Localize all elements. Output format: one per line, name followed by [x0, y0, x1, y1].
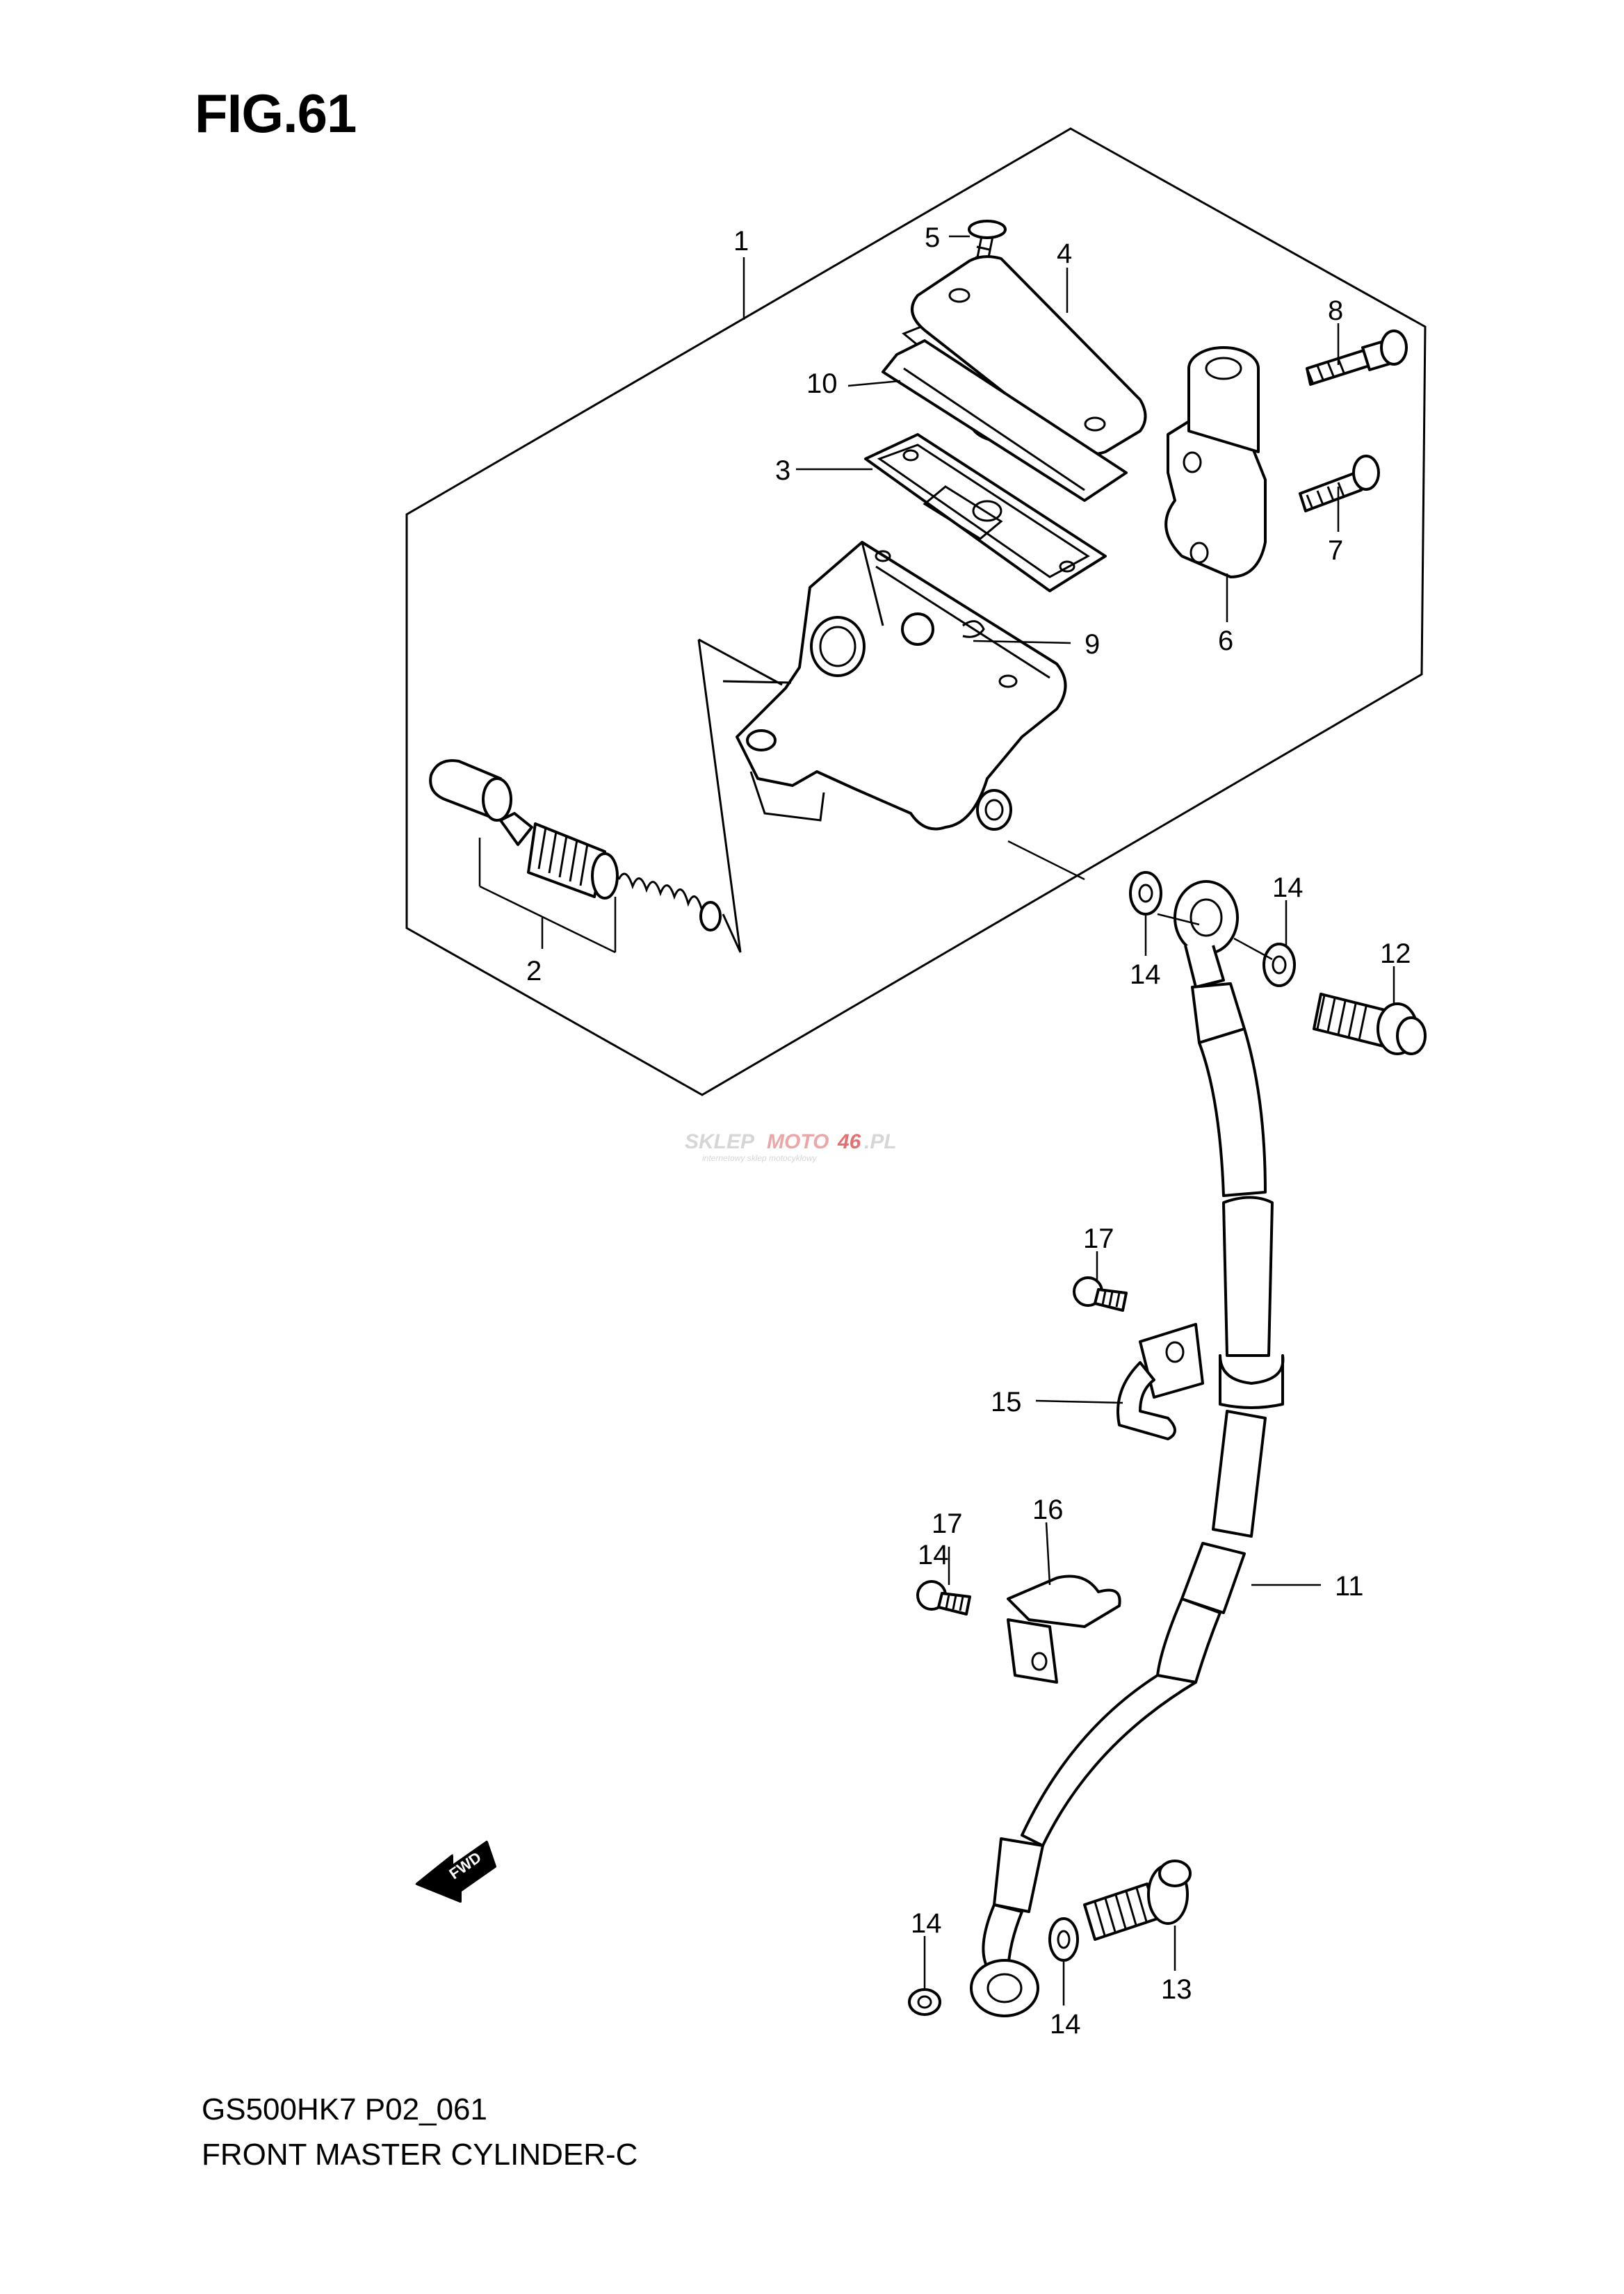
callout-7: 7	[1328, 535, 1343, 566]
assembly-outline	[405, 127, 1427, 1096]
watermark-brand-b: MOTO	[767, 1130, 829, 1153]
fwd-direction-arrow: FWD	[415, 1840, 496, 1903]
plate-part-10	[882, 339, 1128, 502]
callout-17-b: 17	[932, 1508, 963, 1539]
washer-upper-right	[1262, 943, 1296, 987]
clamp-part-15	[1116, 1323, 1204, 1440]
callout-10: 10	[806, 368, 838, 399]
callout-13: 13	[1161, 1974, 1192, 2005]
piston-kit-part-2	[429, 759, 722, 932]
callout-2: 2	[526, 956, 542, 986]
callout-15: 15	[991, 1387, 1022, 1417]
brake-hose-part-11	[970, 880, 1285, 2017]
callout-14-c: 14	[911, 1908, 942, 1939]
watermark-brand-c: 46	[837, 1130, 861, 1153]
callout-11: 11	[1335, 1571, 1364, 1602]
callout-14-d: 14	[1050, 2009, 1081, 2040]
watermark-brand-a: SKLEP	[685, 1130, 755, 1153]
callout-12: 12	[1380, 938, 1411, 969]
callout-1: 1	[733, 226, 749, 257]
figure-title: FIG.61	[195, 83, 357, 144]
model-code: GS500HK7 P02_061	[202, 2092, 487, 2126]
clip-part-9	[962, 620, 985, 638]
callout-6: 6	[1218, 626, 1233, 656]
callout-3: 3	[775, 455, 790, 486]
bolt-part-7	[1299, 455, 1380, 512]
leader-lines	[478, 235, 1395, 2006]
watermark-brand-d: .PL	[864, 1130, 897, 1153]
callout-14-e: 14	[918, 1540, 949, 1570]
diaphragm-part-3	[864, 433, 1107, 592]
bolt-part-8	[1306, 330, 1408, 386]
bolt-part-17-upper	[1073, 1276, 1128, 1312]
callout-17-a: 17	[1083, 1223, 1114, 1254]
watermark-tagline: internetowy sklep motocyklowy	[702, 1153, 818, 1163]
banjo-bolt-part-13	[1083, 1860, 1192, 1941]
callout-8: 8	[1328, 295, 1343, 326]
figure-name: FRONT MASTER CYLINDER-C	[202, 2138, 638, 2172]
washer-lower-left	[908, 1988, 941, 2016]
bolt-part-17-lower	[916, 1580, 971, 1616]
callout-4: 4	[1057, 238, 1072, 269]
callout-9: 9	[1085, 629, 1100, 660]
banjo-bolt-part-12	[1313, 993, 1427, 1055]
washer-lower-right	[1048, 1917, 1079, 1962]
callout-numbers: 1 2 3 4 5 6 7 8 9 10 11 12 13 14 14 14 1…	[526, 222, 1411, 2040]
clamp-part-6	[1164, 346, 1267, 578]
callout-14-a: 14	[1130, 959, 1161, 990]
callout-5: 5	[925, 222, 940, 253]
clamp-part-16	[1007, 1575, 1121, 1684]
watermark: SKLEP MOTO 46 .PL internetowy sklep moto…	[685, 1130, 897, 1163]
screw-part-5	[968, 220, 1007, 279]
callout-16: 16	[1032, 1495, 1064, 1525]
washer-upper-left	[1129, 871, 1162, 916]
callout-14-b: 14	[1272, 872, 1304, 903]
master-cylinder-body	[697, 541, 1067, 953]
